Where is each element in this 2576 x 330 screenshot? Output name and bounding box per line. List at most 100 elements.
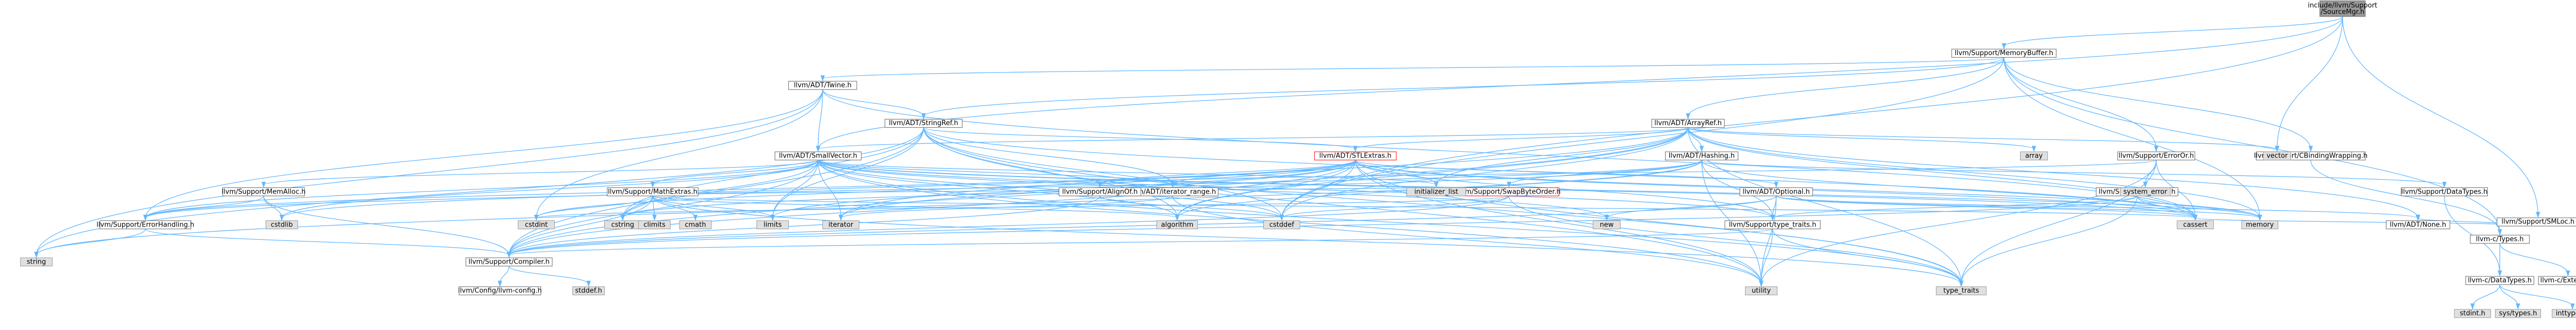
edge-typetraits-to-compiler (506, 229, 1773, 258)
node-system-error: system_error (2120, 187, 2171, 197)
node-label: llvm/ADT/SmallVector.h (779, 152, 857, 160)
node-twine[interactable]: llvm/ADT/Twine.h (788, 81, 857, 90)
edge-mathextras-to-cmath (652, 196, 698, 221)
node-climits: climits (638, 220, 671, 230)
node-label: type_traits (1943, 287, 1979, 295)
node-label: llvm/Support/Compiler.h (468, 258, 549, 266)
edge-compiler-to-config (498, 266, 510, 287)
node-mathextras[interactable]: llvm/Support/MathExtras.h (607, 187, 699, 197)
edge-cbinding-to-ctypes (2310, 160, 2502, 236)
node-smallvector[interactable]: llvm/ADT/SmallVector.h (774, 151, 862, 161)
node-label: llvm/Support/AlignOf.h (1062, 188, 1138, 196)
node-label: cstdlib (271, 221, 293, 229)
edge-arrayref-to-initializer_list (1434, 127, 1689, 188)
edge-root-to-smloc (2342, 16, 2540, 218)
edge-iterator_range-to-iterator (838, 196, 1173, 221)
edge-ctypes-to-externc (2499, 243, 2570, 277)
node-stringref[interactable]: llvm/ADT/StringRef.h (885, 119, 963, 128)
node-label: /SourceMgr.h (2320, 8, 2364, 16)
node-cmath: cmath (679, 220, 712, 230)
node-label: llvm/ADT/StringRef.h (889, 119, 958, 127)
edge-memorybuffer-to-arrayref (1686, 57, 2005, 120)
node-stlextras[interactable]: llvm/ADT/STLExtras.h (1314, 151, 1397, 161)
edge-cdatatypes-to-inttypes (2499, 284, 2575, 310)
node-cassert: cassert (2177, 220, 2214, 230)
edge-typetraits-to-utility (1759, 229, 1773, 287)
node-label: llvm/ADT/None.h (2390, 221, 2446, 229)
edge-errorhandling-to-string (34, 229, 146, 258)
edge-alignof-to-cstddef (1099, 196, 1284, 221)
node-label: vector (2266, 152, 2288, 160)
edge-casting-to-typetraits (1770, 196, 2138, 221)
node-label: llvm/Support/MemAlloc.h (222, 188, 306, 196)
node-optional[interactable]: llvm/ADT/Optional.h (1739, 187, 1813, 197)
node-iterator-range[interactable]: llvm/ADT/iterator_range.h (1127, 187, 1218, 197)
node-label: cmath (685, 221, 706, 229)
edge-twine-to-cassert (822, 89, 2198, 221)
node-label: new (1600, 221, 1614, 229)
edge-root-to-memorybuffer (2002, 16, 2343, 49)
node-erroror[interactable]: llvm/Support/ErrorOr.h (2117, 151, 2195, 161)
node-utility: utility (1745, 286, 1777, 296)
node-stdint: stdint.h (2454, 309, 2491, 318)
edge-memorybuffer-to-erroror (2003, 57, 2159, 152)
node-label: llvm/Support/ErrorHandling.h (96, 221, 194, 229)
edge-root-to-vector (2275, 16, 2343, 152)
node-memalloc[interactable]: llvm/Support/MemAlloc.h (222, 187, 306, 197)
node-label: utility (1752, 287, 1771, 295)
edge-optional-to-new (1604, 196, 1777, 221)
edge-cdatatypes-to-stdint (2470, 284, 2500, 310)
node-label: llvm/ADT/Optional.h (1742, 188, 1810, 196)
node-ctypes[interactable]: llvm-c/Types.h (2470, 235, 2530, 244)
node-datatypes-s[interactable]: llvm/Support/DataTypes.h (2401, 187, 2488, 197)
node-arrayref[interactable]: llvm/ADT/ArrayRef.h (1651, 119, 1725, 128)
edge-stlextras-to-optional (1355, 160, 1778, 188)
graph-edges (34, 16, 2575, 310)
node-cstddef: cstddef (1263, 220, 1300, 230)
node-label: llvm/Support/type_traits.h (1729, 221, 1817, 229)
edge-alignof-to-compiler (506, 196, 1100, 258)
node-config[interactable]: llvm/Config/llvm-config.h (458, 286, 542, 296)
edge-erroror-to-type_traits (1959, 160, 2157, 287)
node-label: initializer_list (1414, 188, 1458, 196)
node-label: llvm/Support/SwapByteOrder.h (1458, 188, 1561, 196)
node-label: iterator (828, 221, 854, 229)
node-typetraits[interactable]: llvm/Support/type_traits.h (1724, 220, 1821, 230)
node-systypes: sys/types.h (2495, 309, 2541, 318)
node-label: llvm/ADT/Twine.h (794, 82, 852, 90)
edge-hashing-to-datatypes_s (1701, 160, 2447, 188)
node-label: llvm/Support/MathExtras.h (608, 188, 698, 196)
edge-arrayref-to-array (1687, 127, 2037, 152)
node-errorhandling[interactable]: llvm/Support/ErrorHandling.h (96, 220, 194, 230)
edge-mathextras-to-algorithm (652, 196, 1180, 221)
edge-stringref-to-stlextras (923, 127, 1358, 152)
node-label: system_error (2124, 188, 2168, 196)
node-cstdlib: cstdlib (265, 220, 298, 230)
node-swapbyteorder[interactable]: llvm/Support/SwapByteOrder.h (1458, 187, 1561, 197)
node-none[interactable]: llvm/ADT/None.h (2386, 220, 2450, 230)
node-initializer-list: initializer_list (1406, 187, 1466, 197)
node-vector: vector (2263, 151, 2291, 161)
edge-mathextras-to-climits (652, 196, 657, 221)
node-root[interactable]: include/llvm/Support/SourceMgr.h (2308, 1, 2377, 17)
node-hashing[interactable]: llvm/ADT/Hashing.h (1665, 151, 1739, 161)
edge-memorybuffer-to-cbinding (2003, 57, 2313, 152)
node-label: llvm/Support/DataTypes.h (2401, 188, 2488, 196)
node-limits: limits (756, 220, 789, 230)
node-externc[interactable]: llvm-c/ExternC.h (2538, 276, 2576, 285)
node-cdatatypes[interactable]: llvm-c/DataTypes.h (2465, 276, 2534, 285)
edge-smallvector-to-memalloc (261, 160, 819, 188)
edge-twine-to-errorhandling (143, 89, 823, 221)
node-smloc[interactable]: llvm/Support/SMLoc.h (2497, 217, 2576, 227)
node-cstring: cstring (604, 220, 641, 230)
edge-stringref-to-limits (770, 127, 924, 221)
edge-swapbyteorder-to-cstdint (534, 196, 1510, 221)
node-label: llvm/ADT/STLExtras.h (1319, 152, 1392, 160)
edge-errorhandling-to-compiler (145, 229, 512, 258)
node-compiler[interactable]: llvm/Support/Compiler.h (465, 257, 553, 267)
edge-erroror-to-alignof (1097, 160, 2157, 188)
node-memorybuffer[interactable]: llvm/Support/MemoryBuffer.h (1951, 48, 2057, 58)
node-label: cassert (2183, 221, 2207, 229)
node-alignof[interactable]: llvm/Support/AlignOf.h (1059, 187, 1141, 197)
